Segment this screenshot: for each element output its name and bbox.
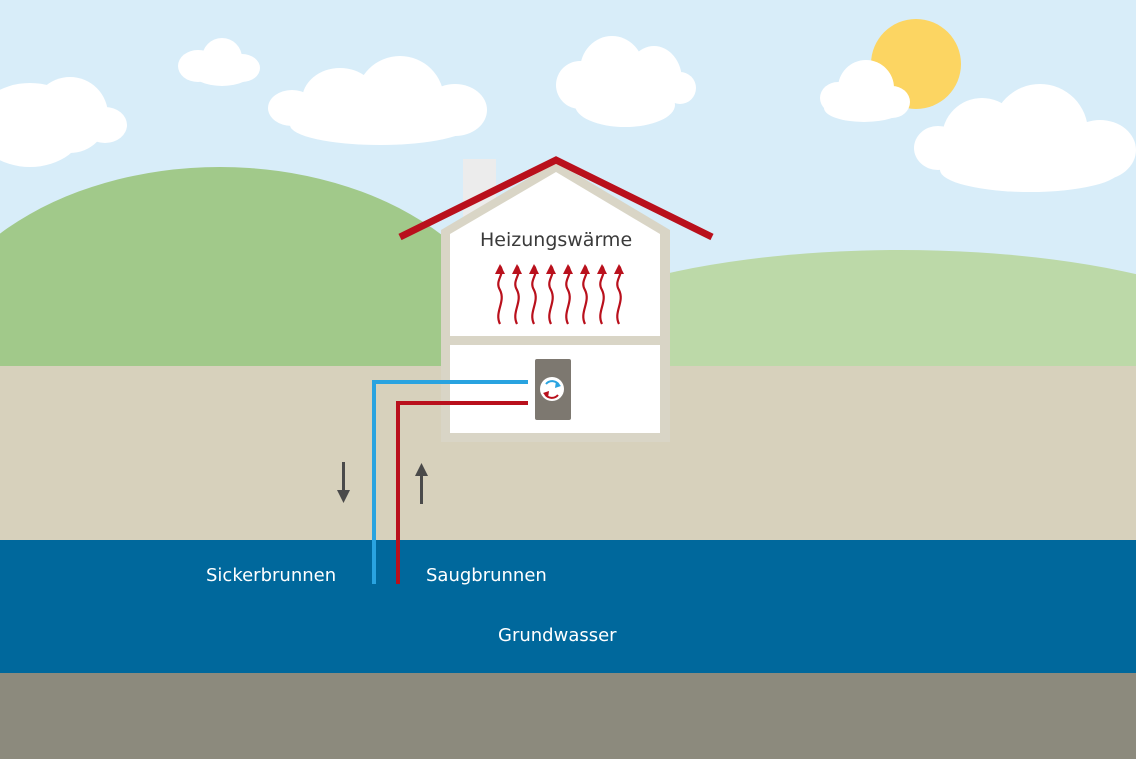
groundwater-label: Grundwasser — [498, 625, 617, 646]
bedrock-layer — [0, 673, 1136, 759]
heat-pump-icon — [535, 359, 571, 420]
arrow-down-icon — [337, 462, 350, 503]
cloud-4 — [556, 36, 696, 127]
cloud-6 — [914, 84, 1136, 192]
heating-heat-label: Heizungswärme — [480, 229, 633, 251]
roof — [398, 156, 714, 241]
cloud-3 — [268, 56, 487, 145]
cloud-2 — [178, 38, 260, 86]
cold-return-pipe — [372, 380, 528, 584]
groundwater-layer — [0, 540, 1136, 674]
hot-supply-pipe — [396, 401, 528, 584]
infiltration-well-label: Sickerbrunnen — [206, 565, 337, 586]
cloud-5 — [820, 60, 910, 122]
wavy-arrow-up-icon — [495, 264, 624, 325]
arrow-up-icon — [415, 463, 428, 504]
cloud-1 — [0, 77, 127, 167]
suction-well-label: Saugbrunnen — [426, 565, 547, 586]
